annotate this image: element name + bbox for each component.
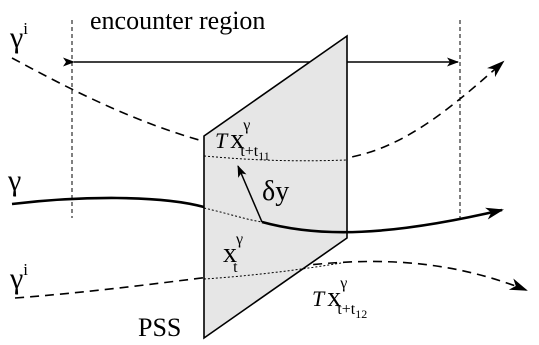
pss-plane bbox=[203, 34, 348, 340]
gamma-i-upper-label: γi bbox=[9, 19, 28, 54]
delta-y-arrow bbox=[237, 165, 263, 223]
gamma-label: γ bbox=[7, 164, 21, 197]
region-label: encounter region bbox=[90, 6, 265, 35]
gamma-i-lower-label: γi bbox=[9, 260, 28, 295]
trajectory-gamma-exit bbox=[261, 207, 504, 234]
pss-label: PSS bbox=[138, 313, 181, 342]
gamma-i-lower-hidden bbox=[203, 261, 348, 280]
gamma-i-upper-hidden bbox=[203, 155, 348, 162]
trajectory-gamma bbox=[11, 196, 205, 209]
delta-y-label: δy bbox=[262, 176, 289, 207]
